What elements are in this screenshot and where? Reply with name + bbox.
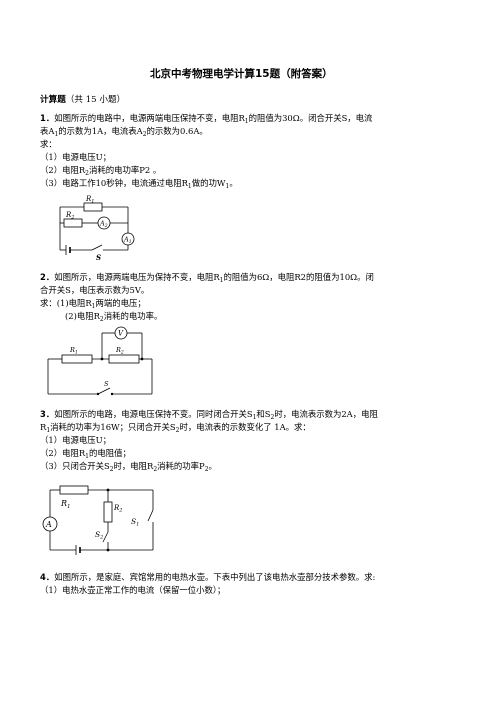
q2-sub2: (2)电阻R2消耗的电功率。 [65,310,163,323]
q3-text: R [40,422,47,432]
q4-sub1: （1）电热水壶正常工作的电流（保留一位小数）； [40,585,226,595]
q3-switch-s1 [147,509,154,522]
q3-number: 3． [40,409,55,419]
q2-text: 消耗的电功率。 [103,311,163,321]
q1-line1: 1．如图所示的电路中，电源两端电压保持不变，电阻R1的阻值为30Ω。闭合开关S，… [40,112,373,125]
q3-text: （3）只闭合开关S [40,461,110,471]
q1-text: 表A [40,126,55,136]
q3-label-a: A [45,520,52,529]
section-note: （共 15 小题） [65,95,126,105]
section-label: 计算题 [40,95,66,105]
q3-sub2: （2）电阻R1的电阻值； [40,447,131,460]
q1-text: 如图所示的电路中，电源两端电压保持不变，电阻R [54,113,245,123]
q3-sub3: （3）只闭合开关S2时，电阻R2消耗的功率P2。 [40,460,217,473]
q4-line1: 4．如图所示，是家庭、宾馆常用的电热水壶。下表中列出了该电热水壶部分技术参数。求… [40,571,375,583]
q3-text: 时，电流表示数为2A，电阻 [274,409,378,419]
q1-ask: 求： [40,139,57,149]
q2-text: 求：(1)电阻R [40,298,92,308]
q1-label-a1: A1 [123,236,132,246]
q1-label-s: S [96,253,101,262]
q3-label-r1: R1 [60,499,71,510]
q3-text: 和S [256,409,271,419]
q2-text: 两端的电压； [95,298,146,308]
q3-text: （2）电阻R [40,448,86,458]
q1-sub: 1 [187,183,192,190]
q2-resistor-r1 [61,354,93,364]
q3-sub: 2 [204,466,209,473]
q1-sub: 2 [85,170,89,177]
q2-text: 的阻值为6Ω，电阻R2的阻值为10Ω。闭 [223,272,374,282]
q3-label-r2: R2 [113,504,122,514]
q1-circuit-diagram: R1 R2 A2 A1 S [59,195,135,262]
q3-resistor-r2 [103,501,113,523]
q2-text: (2)电阻R [65,311,100,321]
q3-label-s1: S1 [131,517,139,528]
q3-text: 消耗的功率为16W；只闭合开关S [50,422,176,432]
q2-circuit-diagram: V R1 R2 S [47,326,153,396]
q1-sub: 1 [225,183,230,190]
page-title: 北京中考物理电学计算15题（附答案） [150,68,333,80]
q2-line2: 合开关S，电压表示数为5V。 [40,285,150,295]
q2-sub: 1 [219,277,224,284]
q1-text: （3）电路工作10秒钟，电流通过电阻R [40,178,188,188]
q2-label-r2: R2 [115,346,124,356]
q3-text: 。 [208,461,217,471]
q1-text: 消耗的电功率P2 。 [88,165,162,175]
q1-label-a2: A2 [99,220,108,230]
q3-sub: 2 [175,427,180,434]
q2-line1: 2．如图所示，电源两端电压为保持不变，电阻R1的阻值为6Ω，电阻R2的阻值为10… [40,271,374,284]
q3-sub: 1 [46,427,51,434]
q1-sub3: （3）电路工作10秒钟，电流通过电阻R1做的功W1。 [40,177,238,190]
q2-label-r1: R1 [69,346,78,356]
q3-text: 的电阻值； [88,448,131,458]
section-heading: 计算题（共 15 小题） [40,93,125,105]
q3-sub: 2 [270,414,275,421]
q3-resistor-r1 [59,485,89,495]
q1-text: 做的功W [191,178,226,188]
q2-label-s: S [104,380,109,388]
q2-sub: 2 [99,316,104,323]
q1-text: 的阻值为30Ω。闭合开关S，电流 [248,113,373,123]
q1-sub1: （1）电源电压U； [40,152,112,162]
q1-switch [91,244,103,251]
q3-text: 如图所示的电路，电源电压保持不变。同时闭合开关S [54,409,253,419]
q2-label-v: V [118,330,124,338]
q1-sub: 2 [142,131,147,138]
q3-line2: R1消耗的功率为16W；只闭合开关S2时，电流表的示数变化了 1A。求： [40,421,311,434]
q2-switch [97,387,111,395]
q1-text: （2）电阻R [40,165,86,175]
q3-sub: 2 [109,466,114,473]
q1-text: 。 [229,178,238,188]
q3-circuit-diagram: A R1 R2 S2 S1 [42,485,154,555]
q3-text: 时，电阻R [113,461,154,471]
q1-text: 的示数为1A，电流表A [58,126,143,136]
q1-label-r1: R1 [85,195,94,205]
q1-line2: 表A1的示数为1A，电流表A2的示数为0.6A。 [40,125,208,138]
q3-text: 消耗的功率P [157,461,205,471]
q1-label-r2: R2 [65,211,74,221]
q3-sub: 1 [252,414,257,421]
q1-sub: 1 [244,118,249,125]
q2-number: 2． [40,272,55,282]
q1-number: 1． [40,113,55,123]
q3-text: 时，电流表的示数变化了 1A。求： [179,422,311,432]
q1-sub: 1 [54,131,59,138]
q2-text: 如图所示，电源两端电压为保持不变，电阻R [54,272,220,282]
q4-text: 如图所示，是家庭、宾馆常用的电热水壶。下表中列出了该电热水壶部分技术参数。求: [54,572,376,582]
q1-text: 的示数为0.6A。 [146,126,208,136]
q3-label-s2: S2 [95,530,103,541]
q3-line1: 3．如图所示的电路，电源电压保持不变。同时闭合开关S1和S2时，电流表示数为2A… [40,408,378,421]
q3-sub1: （1）电源电压U； [40,435,112,445]
q4-number: 4． [40,572,55,582]
q3-switch-s2 [102,531,109,543]
q3-sub: 2 [153,466,158,473]
q1-sub2: （2）电阻R2消耗的电功率P2 。 [40,164,162,177]
q2-resistor-r2 [108,354,140,364]
q3-sub: 1 [85,453,89,460]
q2-sub1: 求：(1)电阻R1两端的电压； [40,297,146,310]
q2-sub: 1 [91,303,96,310]
